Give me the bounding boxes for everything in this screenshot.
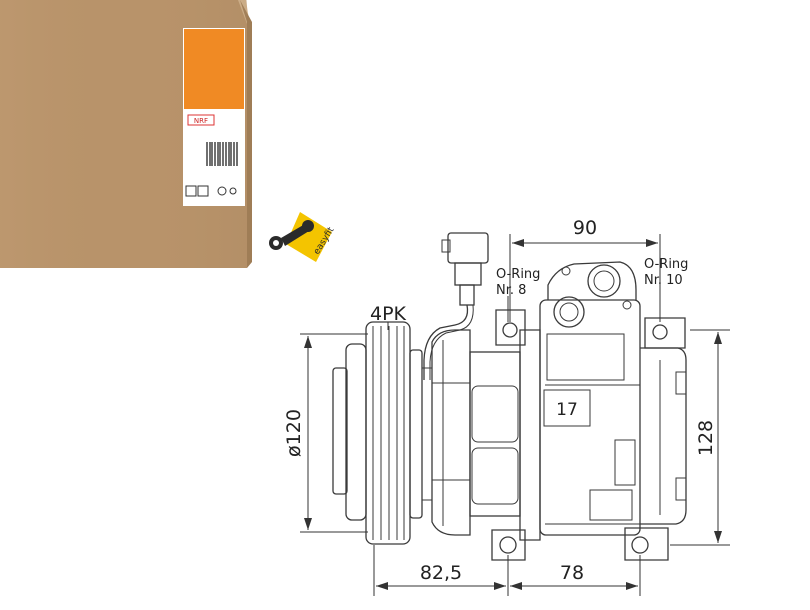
oring-left-title: O-Ring bbox=[496, 267, 540, 282]
dimension-lines bbox=[300, 234, 730, 596]
cardboard-box: NRF bbox=[0, 0, 252, 268]
pulley bbox=[332, 321, 433, 545]
oring-right-title: O-Ring bbox=[644, 257, 688, 272]
oring-right-number: Nr. 10 bbox=[644, 273, 683, 288]
box-label: NRF bbox=[183, 28, 245, 206]
belt-label-4pk: 4PK bbox=[370, 303, 407, 325]
dim-label-82-5: 82,5 bbox=[420, 562, 462, 584]
clutch-housing bbox=[431, 329, 471, 536]
easyfit-yellow-diamond bbox=[286, 212, 332, 262]
dim-label-128: 128 bbox=[695, 420, 717, 456]
barcode bbox=[205, 140, 239, 168]
dim-label-90: 90 bbox=[573, 217, 597, 239]
dim-label-diameter: ø120 bbox=[283, 409, 305, 457]
part-marker-box bbox=[543, 389, 591, 427]
certification-marks bbox=[185, 185, 237, 197]
dim-label-78: 78 bbox=[560, 562, 584, 584]
compressor-body: 17 bbox=[469, 299, 687, 541]
nrf-logo-text: NRF bbox=[194, 117, 208, 125]
compressor-drawing: 17 bbox=[283, 217, 730, 596]
part-marker-label: 17 bbox=[556, 400, 578, 420]
dimension-labels: 90 4PK ø120 128 82,5 78 O-Ring Nr. 8 O-R… bbox=[283, 217, 717, 584]
box-side bbox=[240, 0, 252, 268]
mounting-lugs bbox=[491, 309, 686, 561]
easyfit-badge: easyfit bbox=[269, 212, 337, 262]
rear-head-ports bbox=[547, 261, 637, 328]
wrench-icon bbox=[269, 220, 314, 250]
label-orange-panel bbox=[184, 29, 244, 109]
oring-left-number: Nr. 8 bbox=[496, 283, 526, 298]
electrical-connector bbox=[423, 232, 489, 380]
nrf-logo: NRF bbox=[187, 114, 215, 126]
